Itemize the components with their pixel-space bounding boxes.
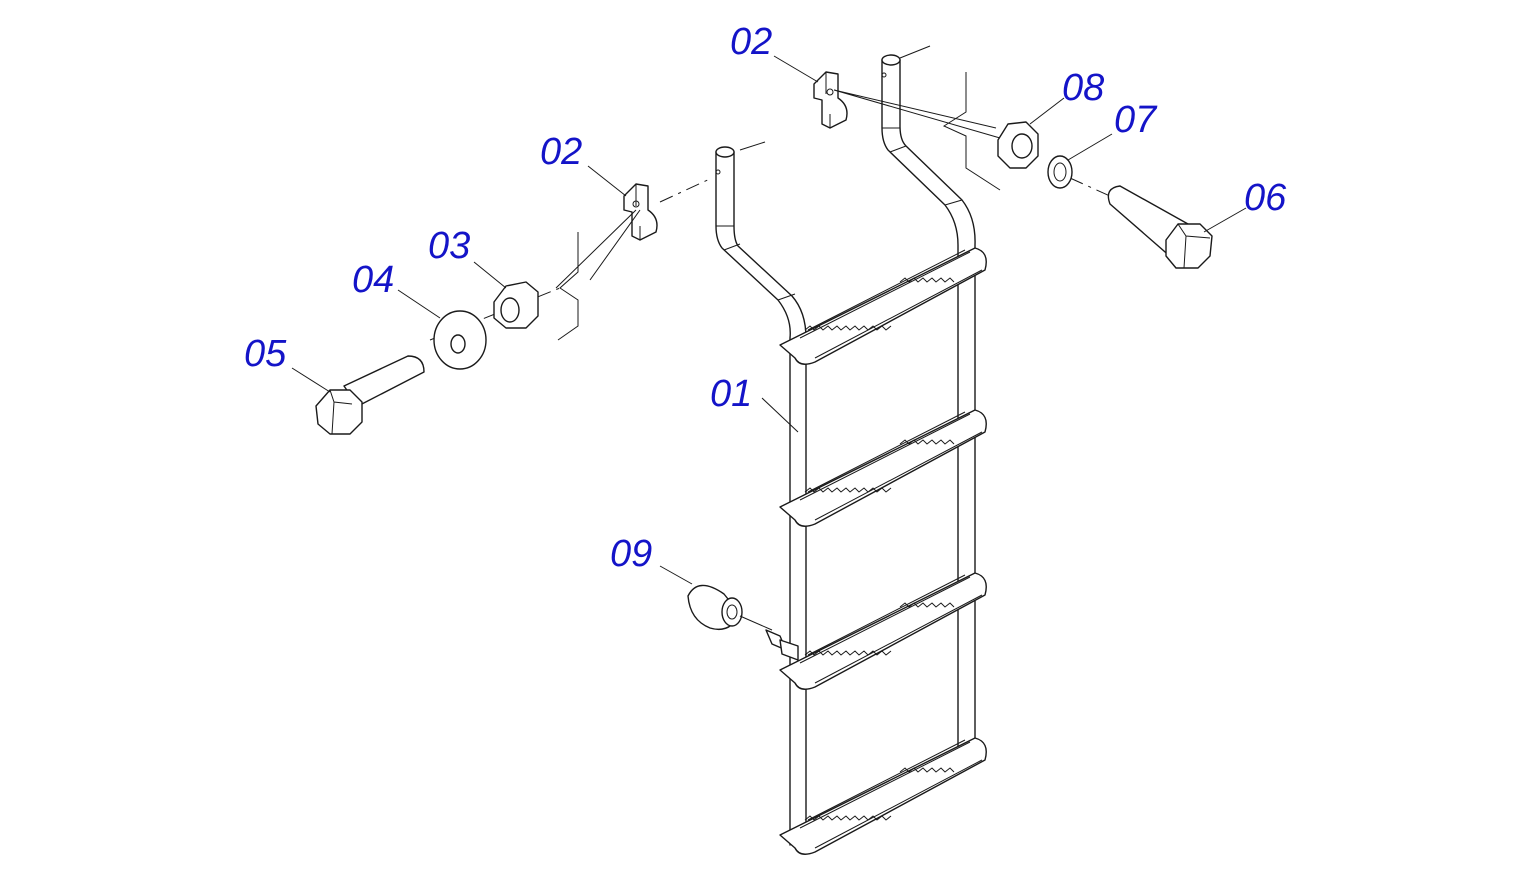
right-rail-tube-end [881,54,901,66]
ladder-steps [779,247,987,855]
mounting-reference-lines [557,45,1001,341]
callout-07: 07 [1114,99,1158,141]
ladder-right-rail [881,59,976,761]
ladder-step [779,409,987,527]
rail-end-cap [687,584,799,661]
flat-washer [433,310,487,370]
callout-02-right: 02 [730,21,772,63]
ladder-step [779,247,987,365]
callout-08: 08 [1062,67,1104,109]
callout-06: 06 [1244,177,1287,219]
ladder-step [779,572,987,690]
ladder-step [779,737,987,855]
lock-washer [1047,155,1073,189]
left-rail-tube-end [715,146,735,158]
callout-04: 04 [352,259,394,301]
left-hex-bolt [315,355,425,435]
callout-labels: 01 02 02 03 04 05 06 07 08 09 [244,21,1287,575]
callout-02-left: 02 [540,131,582,173]
ladder-left-rail [715,151,807,846]
callout-03: 03 [428,225,470,267]
right-bracket [813,71,848,129]
ladder-assembly [715,54,976,846]
right-hex-bolt [1107,185,1213,269]
callout-leaders [291,55,1247,585]
callout-09: 09 [610,533,652,575]
left-hex-nut [493,281,539,329]
callout-05: 05 [244,333,287,375]
left-bracket [623,183,658,241]
right-hex-nut [997,121,1039,169]
callout-01: 01 [710,373,752,415]
